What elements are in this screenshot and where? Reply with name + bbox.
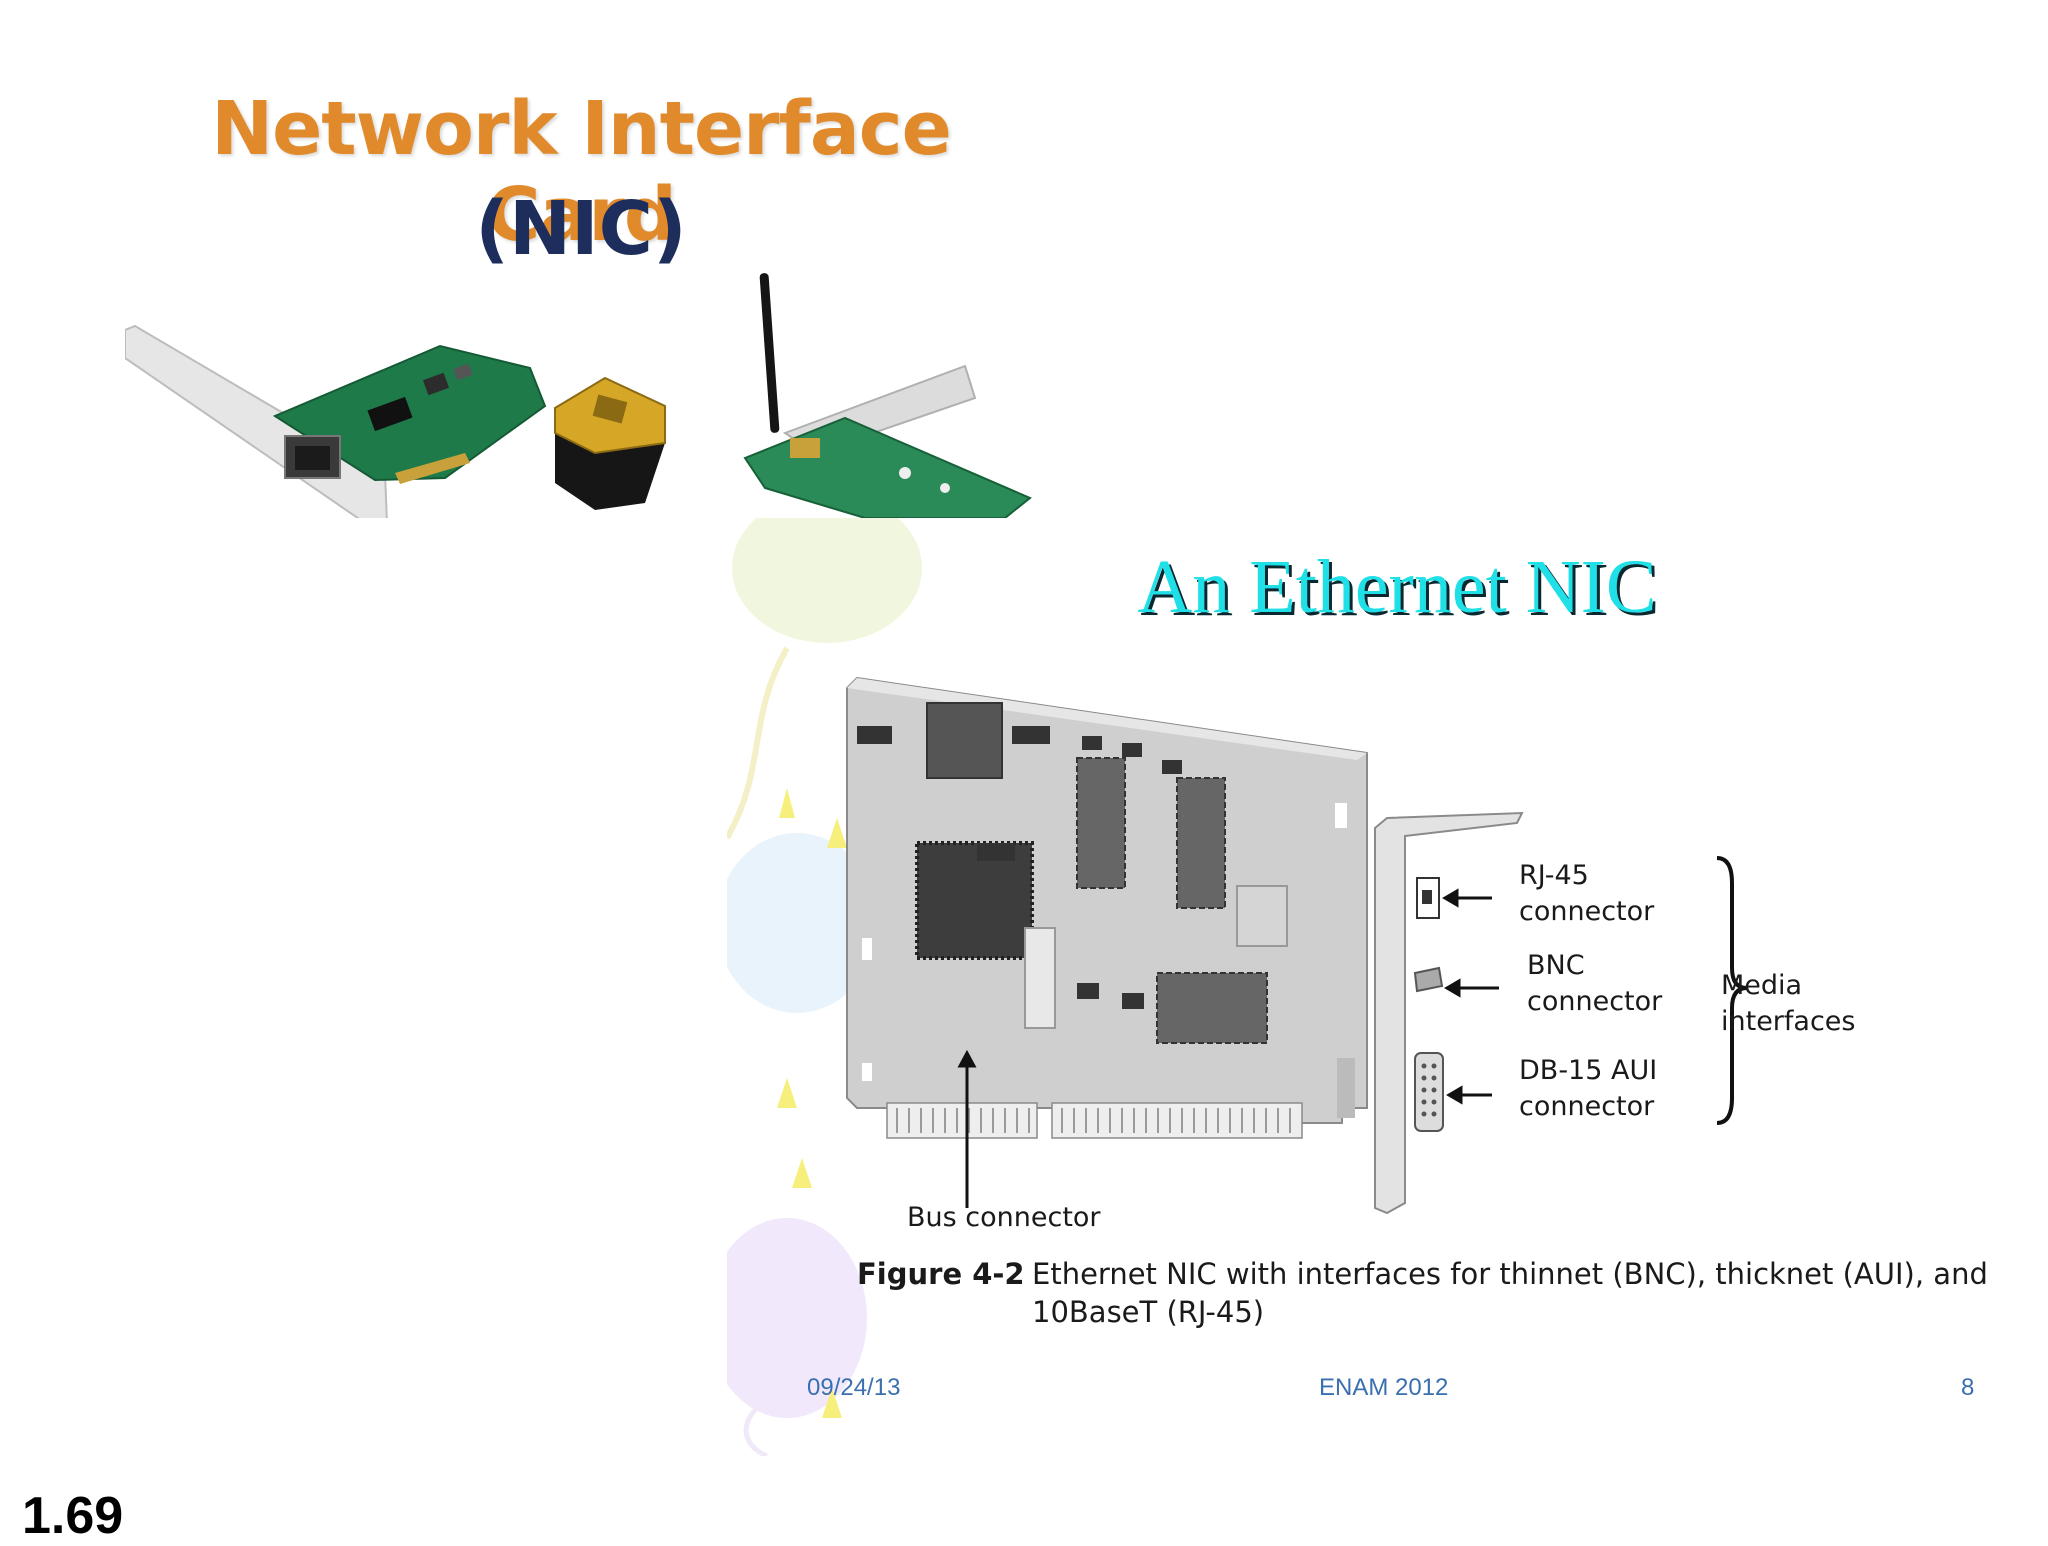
nic-bracket bbox=[1374, 811, 1524, 1215]
pci-wifi-card-image bbox=[743, 273, 1032, 518]
footer-center-text: ENAM 2012 bbox=[1319, 1374, 1449, 1401]
figure-number: Figure 4-2 bbox=[857, 1257, 1025, 1291]
footer-slide-number: 8 bbox=[1961, 1374, 1975, 1401]
slide: An Ethernet NIC bbox=[727, 518, 2041, 1456]
db15-aui-label: DB-15 AUI connector bbox=[1519, 1055, 1658, 1122]
nic-products-illustration bbox=[125, 273, 1032, 518]
ethernet-nic-diagram bbox=[846, 676, 1748, 1215]
media-interfaces-label: Media interfaces bbox=[1721, 970, 1856, 1037]
nic-title-line1: Network Interface Card bbox=[211, 86, 952, 258]
figure-caption-text: Ethernet NIC with interfaces for thinnet… bbox=[1032, 1257, 1988, 1329]
page-number: 1.69 bbox=[22, 1487, 124, 1545]
nic-photo-banner: Network Interface Card (NIC) bbox=[125, 78, 1037, 518]
footer-date: 09/24/13 bbox=[807, 1374, 901, 1401]
bnc-port-icon bbox=[1413, 966, 1444, 993]
media-interfaces-brace bbox=[1716, 856, 1748, 1125]
balloon-background-decoration bbox=[727, 518, 922, 1456]
db15-port-icon bbox=[1414, 1052, 1444, 1132]
nic-title-line2: (NIC) bbox=[475, 186, 687, 272]
slide-title: An Ethernet NIC bbox=[1137, 545, 1657, 629]
bus-connector-pins bbox=[886, 1102, 1303, 1139]
bnc-label: BNC connector bbox=[1527, 950, 1663, 1017]
bus-connector-label: Bus connector bbox=[907, 1202, 1101, 1233]
pcie-ethernet-card-image bbox=[125, 324, 547, 518]
rj45-label: RJ-45 connector bbox=[1519, 860, 1655, 927]
usb-wifi-adapter-image bbox=[554, 376, 666, 510]
